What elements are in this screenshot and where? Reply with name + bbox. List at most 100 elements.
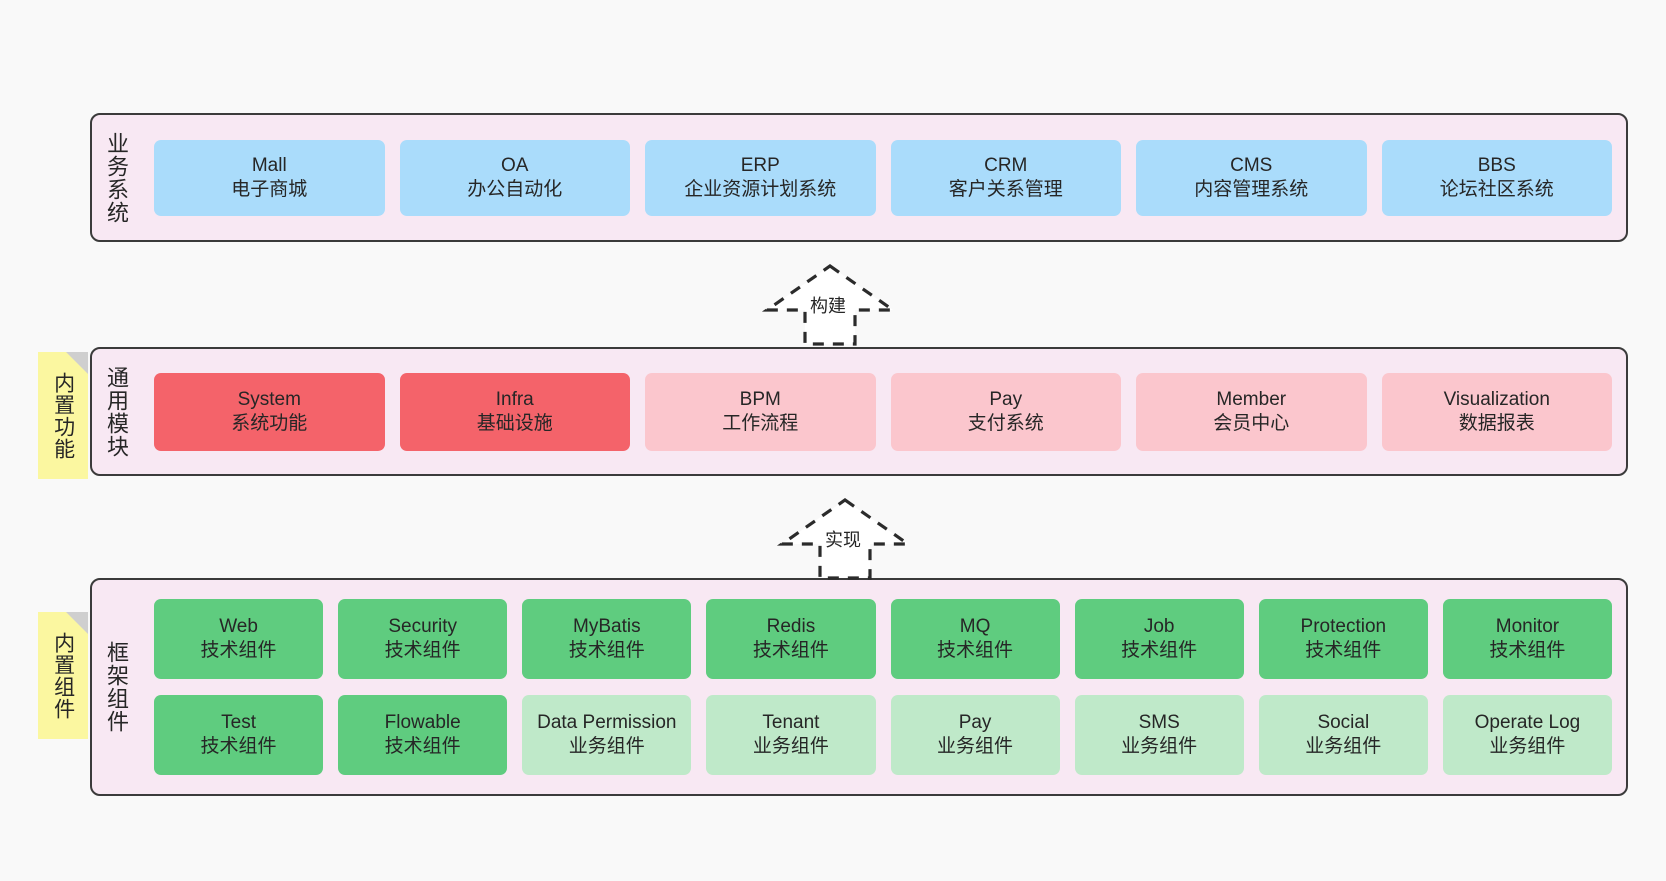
connector-build-label: 构建 bbox=[810, 296, 846, 316]
card-row: Web 技术组件 Security 技术组件 MyBatis 技术组件 Redi… bbox=[154, 599, 1612, 679]
card-subtitle: 技术组件 bbox=[1121, 640, 1198, 661]
card-title: Infra bbox=[495, 388, 534, 410]
card-subtitle: 基础设施 bbox=[476, 412, 553, 434]
card-tenant[interactable]: Tenant 业务组件 bbox=[706, 695, 876, 775]
card-title: CRM bbox=[984, 154, 1028, 176]
card-title: Data Permission bbox=[537, 712, 677, 734]
card-subtitle: 业务组件 bbox=[568, 736, 645, 757]
card-title: Visualization bbox=[1443, 388, 1550, 410]
card-infra[interactable]: Infra 基础设施 bbox=[399, 372, 630, 451]
layer-body-business-systems: Mall 电子商城 OA 办公自动化 ERP 企业资源计划系统 CRM 客户关系… bbox=[140, 115, 1626, 240]
card-subtitle: 技术组件 bbox=[384, 640, 461, 661]
card-subtitle: 技术组件 bbox=[1489, 640, 1566, 661]
card-title: Web bbox=[219, 616, 258, 638]
card-subtitle: 客户关系管理 bbox=[948, 178, 1063, 200]
card-subtitle: 企业资源计划系统 bbox=[684, 178, 837, 200]
card-title: Job bbox=[1143, 616, 1175, 638]
card-subtitle: 论坛社区系统 bbox=[1439, 178, 1554, 200]
card-title: SMS bbox=[1138, 712, 1180, 734]
card-row: System 系统功能 Infra 基础设施 BPM 工作流程 Pay 支付系统… bbox=[154, 372, 1612, 451]
card-mall[interactable]: Mall 电子商城 bbox=[154, 139, 385, 216]
card-subtitle: 支付系统 bbox=[967, 412, 1044, 434]
note-fold-icon bbox=[66, 352, 88, 374]
card-title: Monitor bbox=[1495, 616, 1560, 638]
card-subtitle: 技术组件 bbox=[1305, 640, 1382, 661]
card-operate-log[interactable]: Operate Log 业务组件 bbox=[1442, 695, 1612, 775]
card-web[interactable]: Web 技术组件 bbox=[154, 599, 324, 679]
connector-implement-label: 实现 bbox=[825, 530, 861, 550]
card-mybatis[interactable]: MyBatis 技术组件 bbox=[522, 599, 692, 679]
card-protection[interactable]: Protection 技术组件 bbox=[1258, 599, 1428, 679]
card-title: Security bbox=[388, 616, 457, 638]
note-label: 内置功能 bbox=[51, 371, 75, 460]
card-row: Test 技术组件 Flowable 技术组件 Data Permission … bbox=[154, 695, 1612, 775]
layer-common-modules: 通用模块 System 系统功能 Infra 基础设施 BPM 工作流程 Pay… bbox=[90, 347, 1628, 476]
connector-build: 构建 bbox=[760, 262, 900, 347]
card-subtitle: 电子商城 bbox=[231, 178, 308, 200]
card-monitor[interactable]: Monitor 技术组件 bbox=[1442, 599, 1612, 679]
card-title: MyBatis bbox=[573, 616, 641, 638]
card-pay[interactable]: Pay 支付系统 bbox=[890, 372, 1121, 451]
card-subtitle: 技术组件 bbox=[937, 640, 1014, 661]
card-job[interactable]: Job 技术组件 bbox=[1074, 599, 1244, 679]
card-erp[interactable]: ERP 企业资源计划系统 bbox=[645, 139, 876, 216]
card-crm[interactable]: CRM 客户关系管理 bbox=[890, 139, 1121, 216]
layer-business-systems: 业务系统 Mall 电子商城 OA 办公自动化 ERP 企业资源计划系统 CRM… bbox=[90, 113, 1628, 242]
card-security[interactable]: Security 技术组件 bbox=[338, 599, 508, 679]
card-subtitle: 技术组件 bbox=[752, 640, 829, 661]
note-builtin-components: 内置组件 bbox=[38, 612, 88, 739]
card-title: Redis bbox=[766, 616, 816, 638]
card-sms[interactable]: SMS 业务组件 bbox=[1074, 695, 1244, 775]
card-title: Protection bbox=[1300, 616, 1387, 638]
card-subtitle: 系统功能 bbox=[231, 412, 308, 434]
connector-implement: 实现 bbox=[775, 496, 915, 581]
note-fold-icon bbox=[66, 612, 88, 634]
card-subtitle: 办公自动化 bbox=[467, 178, 563, 200]
card-title: Mall bbox=[251, 154, 287, 176]
card-pay-business[interactable]: Pay 业务组件 bbox=[890, 695, 1060, 775]
card-subtitle: 业务组件 bbox=[1305, 736, 1382, 757]
card-cms[interactable]: CMS 内容管理系统 bbox=[1136, 139, 1367, 216]
layer-title-framework-components: 框架组件 bbox=[103, 641, 129, 733]
card-subtitle: 技术组件 bbox=[200, 736, 277, 757]
layer-title-common-modules: 通用模块 bbox=[103, 365, 129, 458]
layer-body-common-modules: System 系统功能 Infra 基础设施 BPM 工作流程 Pay 支付系统… bbox=[140, 349, 1626, 474]
card-system[interactable]: System 系统功能 bbox=[154, 372, 385, 451]
card-member[interactable]: Member 会员中心 bbox=[1136, 372, 1367, 451]
card-title: Operate Log bbox=[1474, 712, 1581, 734]
note-label: 内置组件 bbox=[51, 631, 75, 720]
card-subtitle: 业务组件 bbox=[937, 736, 1014, 757]
card-bbs[interactable]: BBS 论坛社区系统 bbox=[1381, 139, 1612, 216]
card-title: Tenant bbox=[762, 712, 820, 734]
card-subtitle: 业务组件 bbox=[1489, 736, 1566, 757]
card-subtitle: 业务组件 bbox=[1121, 736, 1198, 757]
card-title: CMS bbox=[1230, 154, 1273, 176]
card-title: Pay bbox=[958, 712, 992, 734]
card-row: Mall 电子商城 OA 办公自动化 ERP 企业资源计划系统 CRM 客户关系… bbox=[154, 139, 1612, 216]
card-redis[interactable]: Redis 技术组件 bbox=[706, 599, 876, 679]
card-subtitle: 数据报表 bbox=[1458, 412, 1535, 434]
card-data-permission[interactable]: Data Permission 业务组件 bbox=[522, 695, 692, 775]
card-title: Test bbox=[221, 712, 256, 734]
layer-title-business-systems: 业务系统 bbox=[103, 131, 129, 224]
card-title: System bbox=[237, 388, 301, 410]
card-title: Social bbox=[1317, 712, 1370, 734]
card-bpm[interactable]: BPM 工作流程 bbox=[645, 372, 876, 451]
card-title: MQ bbox=[959, 616, 991, 638]
layer-body-framework-components: Web 技术组件 Security 技术组件 MyBatis 技术组件 Redi… bbox=[140, 580, 1626, 794]
card-oa[interactable]: OA 办公自动化 bbox=[399, 139, 630, 216]
card-title: Pay bbox=[989, 388, 1023, 410]
card-subtitle: 技术组件 bbox=[568, 640, 645, 661]
card-test[interactable]: Test 技术组件 bbox=[154, 695, 324, 775]
card-title: ERP bbox=[740, 154, 780, 176]
card-social[interactable]: Social 业务组件 bbox=[1258, 695, 1428, 775]
card-subtitle: 技术组件 bbox=[384, 736, 461, 757]
card-subtitle: 技术组件 bbox=[200, 640, 277, 661]
card-subtitle: 会员中心 bbox=[1213, 412, 1290, 434]
card-title: Flowable bbox=[384, 712, 461, 734]
card-flowable[interactable]: Flowable 技术组件 bbox=[338, 695, 508, 775]
card-mq[interactable]: MQ 技术组件 bbox=[890, 599, 1060, 679]
card-visualization[interactable]: Visualization 数据报表 bbox=[1381, 372, 1612, 451]
card-title: Member bbox=[1216, 388, 1287, 410]
note-builtin-features: 内置功能 bbox=[38, 352, 88, 479]
